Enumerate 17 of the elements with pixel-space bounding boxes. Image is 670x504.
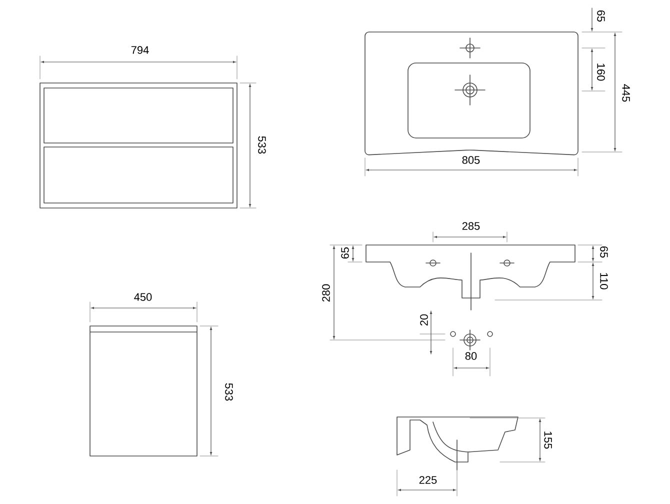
- dimension-label: 160: [597, 64, 605, 81]
- dimension-label: 65: [600, 246, 608, 258]
- dimension-label: 65: [341, 247, 349, 259]
- dimension-label: 65: [597, 10, 605, 22]
- dimension-label: 450: [134, 293, 152, 301]
- dimension-label: 110: [600, 273, 608, 290]
- dimension-label: 280: [322, 284, 330, 302]
- dimension-label: 805: [462, 156, 480, 164]
- dimension-label: 80: [465, 352, 477, 360]
- dimension-label: 533: [258, 136, 266, 154]
- dimension-label: 533: [225, 383, 233, 401]
- dimension-label: 794: [131, 46, 149, 54]
- dimension-label: 155: [544, 432, 552, 449]
- dimension-label: 225: [419, 476, 437, 484]
- dimension-label: 445: [622, 84, 630, 102]
- dimension-label: 285: [462, 222, 480, 230]
- dimension-label: 20: [420, 314, 428, 326]
